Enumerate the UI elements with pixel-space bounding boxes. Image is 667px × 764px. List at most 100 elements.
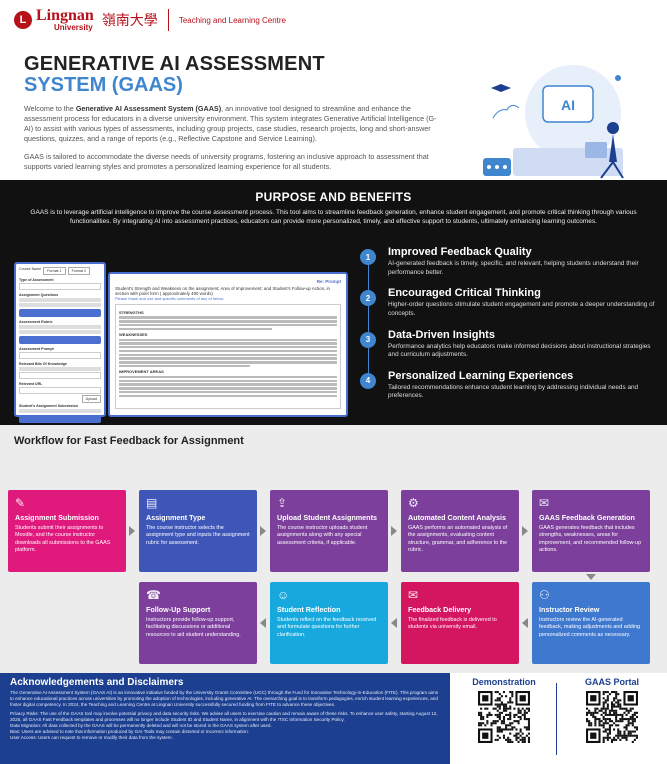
arrow-left-icon bbox=[260, 618, 266, 628]
benefit-item: 4 Personalized Learning Experiences Tail… bbox=[360, 370, 660, 401]
support-icon: ☎ bbox=[146, 588, 161, 602]
card-title: GAAS Feedback Generation bbox=[539, 513, 635, 522]
gaas-input-form-screenshot: Course Name Format 1 Format 2 Type of As… bbox=[14, 262, 106, 423]
gaas-feedback-screenshot: Re: Prompt Student's Strength and Weakne… bbox=[108, 272, 348, 417]
ai-illustration: AI bbox=[483, 65, 624, 179]
section-improvement: IMPROVEMENT AREAS bbox=[119, 369, 164, 375]
portal-qr-code[interactable] bbox=[586, 691, 638, 743]
benefit-title: Encouraged Critical Thinking bbox=[388, 287, 541, 300]
workflow-card-feedback-delivery: ✉ Feedback Delivery The finalized feedba… bbox=[401, 582, 519, 664]
card-desc: Instructors review the AI-generated feed… bbox=[539, 617, 640, 638]
logo-en2: University bbox=[54, 23, 93, 32]
ack-data-migration: Data Migration: All data collected by th… bbox=[10, 722, 272, 728]
qr-area: Demonstration GAAS Portal bbox=[450, 673, 667, 764]
gear-icon: ⚙ bbox=[408, 496, 419, 510]
card-title: Instructor Review bbox=[539, 605, 600, 614]
workflow-card-follow-up-support: ☎ Follow-Up Support Instructors provide … bbox=[139, 582, 257, 664]
hero-intro-pre: Welcome to the bbox=[24, 104, 76, 113]
hero-title-line2: SYSTEM (GAAS) bbox=[24, 74, 183, 96]
benefits-list: 1 Improved Feedback Quality AI-generated… bbox=[360, 246, 660, 411]
card-desc: Students submit their assignments to Moo… bbox=[15, 525, 111, 553]
card-title: Upload Student Assignments bbox=[277, 513, 377, 522]
workflow-card-assignment-type: ▤ Assignment Type The course instructor … bbox=[139, 490, 257, 572]
hero-section: GENERATIVE AI ASSESSMENT SYSTEM (GAAS) W… bbox=[0, 40, 667, 185]
tab-format-1[interactable]: Format 1 bbox=[43, 267, 66, 275]
benefit-item: 3 Data-Driven Insights Performance analy… bbox=[360, 328, 660, 378]
ack-funding: The Generative AI Assessment System (GAA… bbox=[10, 690, 438, 708]
course-name-label: Course Name bbox=[19, 267, 42, 271]
benefit-desc: Tailored recommendations enhance student… bbox=[388, 383, 639, 400]
benefit-desc: AI-generated feedback is timely, specifi… bbox=[388, 260, 639, 276]
portal-qr-block: GAAS Portal bbox=[562, 677, 662, 748]
feedback-prompt-note: Please thank and use and specific commen… bbox=[115, 296, 225, 301]
benefit-item: 2 Encouraged Critical Thinking Higher-or… bbox=[360, 287, 660, 337]
card-desc: GAAS generates feedback that includes st… bbox=[539, 525, 642, 553]
logo-cn: 嶺南大學 bbox=[101, 13, 158, 29]
upload-file-button[interactable]: Upload bbox=[81, 395, 101, 403]
header-unit: Teaching and Learning Centre bbox=[178, 15, 286, 25]
university-logo[interactable]: L Lingnan University 嶺南大學 bbox=[14, 8, 158, 32]
pencil-icon: ✎ bbox=[15, 496, 26, 510]
benefit-desc: Performance analytics help educators mak… bbox=[388, 342, 651, 359]
ack-bias: Bias: Users are advised to note that inf… bbox=[10, 729, 249, 735]
hero-tailored: GAAS is tailored to accommodate the dive… bbox=[24, 152, 429, 172]
purpose-title: PURPOSE AND BENEFITS bbox=[255, 190, 412, 204]
card-title: Assignment Type bbox=[146, 513, 206, 522]
form-label: Student's Assignment Submission bbox=[19, 404, 79, 408]
submit-button[interactable] bbox=[19, 415, 101, 423]
hero-title-line1: GENERATIVE AI ASSESSMENT bbox=[24, 53, 325, 75]
email-icon: ✉ bbox=[408, 588, 419, 602]
upload-button[interactable] bbox=[19, 336, 101, 344]
feedback-prompt: Student's Strength and Weakness on the a… bbox=[115, 286, 330, 296]
hero-intro-bold: Generative AI Assessment System (GAAS) bbox=[75, 104, 222, 113]
form-label: Relevant Bits Of Knowledge bbox=[19, 362, 67, 366]
benefit-title: Data-Driven Insights bbox=[388, 328, 495, 341]
header: L Lingnan University 嶺南大學 Teaching and L… bbox=[0, 0, 667, 40]
acknowledgements: Acknowledgements and Disclaimers The Gen… bbox=[10, 677, 440, 742]
form-label: Relevant URL bbox=[19, 382, 43, 386]
demonstration-label: Demonstration bbox=[472, 677, 536, 687]
arrow-down-icon bbox=[586, 574, 596, 580]
card-title: Feedback Delivery bbox=[408, 605, 472, 614]
prompt-input[interactable] bbox=[19, 352, 101, 359]
card-desc: GAAS performs an automated analysis of t… bbox=[408, 525, 508, 553]
arrow-right-icon bbox=[129, 526, 135, 536]
workflow-title: Workflow for Fast Feedback for Assignmen… bbox=[14, 435, 244, 447]
arrow-right-icon bbox=[522, 526, 528, 536]
form-label: Type of Assessment bbox=[19, 278, 54, 282]
ack-privacy: Privacy Risks: The use of the GAAS tool … bbox=[10, 710, 438, 722]
tab-format-2[interactable]: Format 2 bbox=[67, 267, 90, 275]
card-title: Automated Content Analysis bbox=[408, 513, 506, 522]
demonstration-qr-block: Demonstration bbox=[454, 677, 554, 748]
review-icon: ⚇ bbox=[539, 588, 550, 602]
benefit-number: 3 bbox=[360, 331, 376, 348]
arrow-left-icon bbox=[391, 618, 397, 628]
form-label: Assessment Rubric bbox=[19, 320, 53, 324]
benefit-title: Personalized Learning Experiences bbox=[388, 369, 574, 382]
benefit-number: 2 bbox=[360, 290, 376, 307]
form-label: Assignment Questions bbox=[19, 293, 59, 297]
workflow-section: Workflow for Fast Feedback for Assignmen… bbox=[0, 425, 667, 673]
portal-label: GAAS Portal bbox=[584, 677, 639, 687]
logo-text: Lingnan University bbox=[36, 8, 94, 32]
benefit-title: Improved Feedback Quality bbox=[388, 246, 532, 258]
document-icon: ▤ bbox=[146, 496, 158, 510]
demonstration-qr-code[interactable] bbox=[478, 691, 530, 743]
section-weaknesses: WEAKNESSES bbox=[119, 332, 148, 338]
re-prompt-link[interactable]: Re: Prompt bbox=[316, 279, 341, 284]
card-desc: The finalized feedback is delivered to s… bbox=[408, 617, 497, 631]
logo-en: Lingnan bbox=[36, 7, 94, 24]
card-title: Student Reflection bbox=[277, 605, 341, 614]
hero-intro-post: , an innovative tool designed to streaml… bbox=[24, 104, 437, 144]
benefit-desc: Higher-order questions stimulate student… bbox=[388, 301, 655, 317]
assessment-type-select[interactable] bbox=[19, 283, 101, 290]
url-input[interactable] bbox=[19, 387, 101, 394]
knowledge-input[interactable] bbox=[19, 372, 101, 379]
workflow-card-feedback-generation: ✉ GAAS Feedback Generation GAAS generate… bbox=[532, 490, 650, 572]
purpose-section: PURPOSE AND BENEFITS GAAS is to leverage… bbox=[0, 180, 667, 425]
upload-button[interactable] bbox=[19, 309, 101, 317]
ack-title: Acknowledgements and Disclaimers bbox=[10, 677, 184, 688]
hero-intro: Welcome to the Generative AI Assessment … bbox=[24, 104, 444, 144]
card-title: Follow-Up Support bbox=[146, 605, 211, 614]
